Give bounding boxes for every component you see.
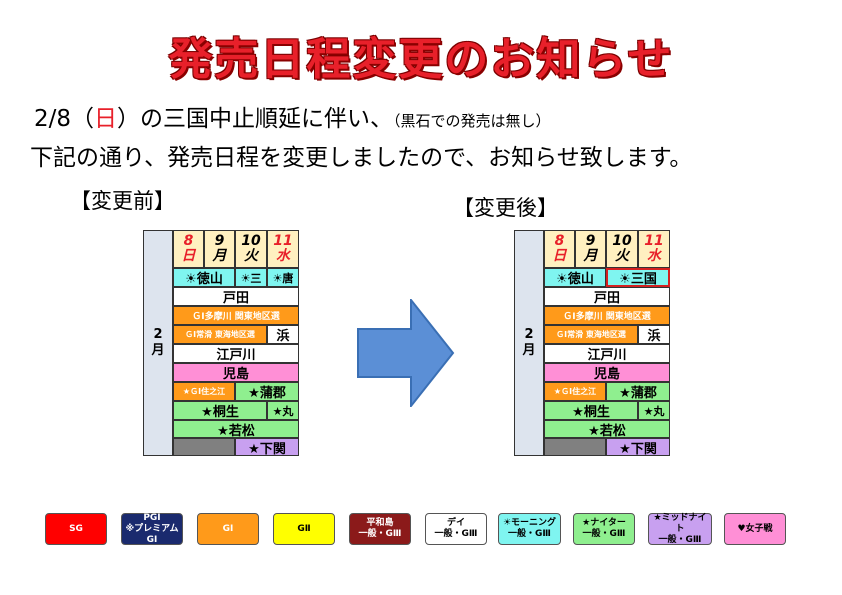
race-suminoe: ★ＧⅠ住之江 [544, 382, 606, 401]
race-tokuyama: ☀徳山 [544, 268, 606, 287]
legend-pg1: PGⅠ※プレミアムGⅠ [121, 513, 183, 545]
month-kanji: 月 [522, 343, 536, 358]
race-mikuni: ☀三 [235, 268, 267, 287]
race-marugame: ★丸 [638, 401, 670, 420]
race-kojima: 児島 [173, 363, 299, 382]
race-karatsu: ☀唐 [267, 268, 299, 287]
race-kiryu: ★桐生 [544, 401, 638, 420]
legend-g1: GⅠ [197, 513, 259, 545]
race-edogawa: 江戸川 [544, 344, 670, 363]
race-gamagori: ★蒲郡 [606, 382, 670, 401]
month-number: 2 [153, 327, 163, 342]
legend-g2: GⅡ [273, 513, 335, 545]
race-kiryu: ★桐生 [173, 401, 267, 420]
legend-day: デイ一般・GⅢ [425, 513, 487, 545]
race-wakamatsu: ★若松 [544, 420, 670, 438]
race-marugame: ★丸 [267, 401, 299, 420]
race-hamanako: 浜 [267, 325, 299, 344]
race-shimonoseki: ★下関 [235, 438, 299, 456]
race-gamagori: ★蒲郡 [235, 382, 299, 401]
after-label: 【変更後】 [453, 196, 558, 220]
legend-morning: ☀モーニング一般・GⅢ [498, 513, 561, 545]
notice-date-pre: 2/8（ [34, 106, 95, 132]
race-edogawa: 江戸川 [173, 344, 299, 363]
month-column [143, 230, 173, 456]
race-suminoe: ★ＧⅠ住之江 [173, 382, 235, 401]
race-toda: 戸田 [173, 287, 299, 306]
notice-line-1: 2/8（日）の三国中止順延に伴い、（黒石での発売は無し） [34, 104, 551, 136]
month-column [514, 230, 544, 456]
before-label: 【変更前】 [70, 189, 175, 213]
month-kanji: 月 [151, 343, 165, 358]
race-tokuyama: ☀徳山 [173, 268, 235, 287]
race-kojima: 児島 [544, 363, 670, 382]
blank-cell [544, 438, 606, 456]
legend-midnight: ★ミッドナイト一般・GⅢ [648, 513, 712, 545]
notice-note: （黒石での発売は無し） [393, 112, 551, 130]
notice-date-post: ）の三国中止順延に伴い、 [117, 106, 394, 132]
race-mikuni-changed: ☀三国 [606, 268, 670, 287]
race-tokoname: ＧⅠ常滑 東海地区選 [544, 325, 638, 344]
legend-nighter: ★ナイター一般・GⅢ [573, 513, 635, 545]
race-wakamatsu: ★若松 [173, 420, 299, 438]
race-shimonoseki: ★下関 [606, 438, 670, 456]
notice-line-2: 下記の通り、発売日程を変更しましたので、お知らせ致します。 [30, 145, 693, 171]
right-arrow-icon [357, 299, 455, 407]
month-number: 2 [524, 327, 534, 342]
blank-cell [173, 438, 235, 456]
notice-date-weekday: 日 [94, 106, 118, 132]
race-tokoname: ＧⅠ常滑 東海地区選 [173, 325, 267, 344]
page-title: 発売日程変更のお知らせ [168, 34, 674, 85]
race-tamagawa: ＧⅠ多摩川 関東地区選 [173, 306, 299, 325]
race-toda: 戸田 [544, 287, 670, 306]
race-hamanako: 浜 [638, 325, 670, 344]
legend-ladies: ♥女子戦 [724, 513, 786, 545]
race-tamagawa: ＧⅠ多摩川 関東地区選 [544, 306, 670, 325]
legend-heiwajima: 平和島一般・GⅢ [349, 513, 411, 545]
legend-sg: SG [45, 513, 107, 545]
